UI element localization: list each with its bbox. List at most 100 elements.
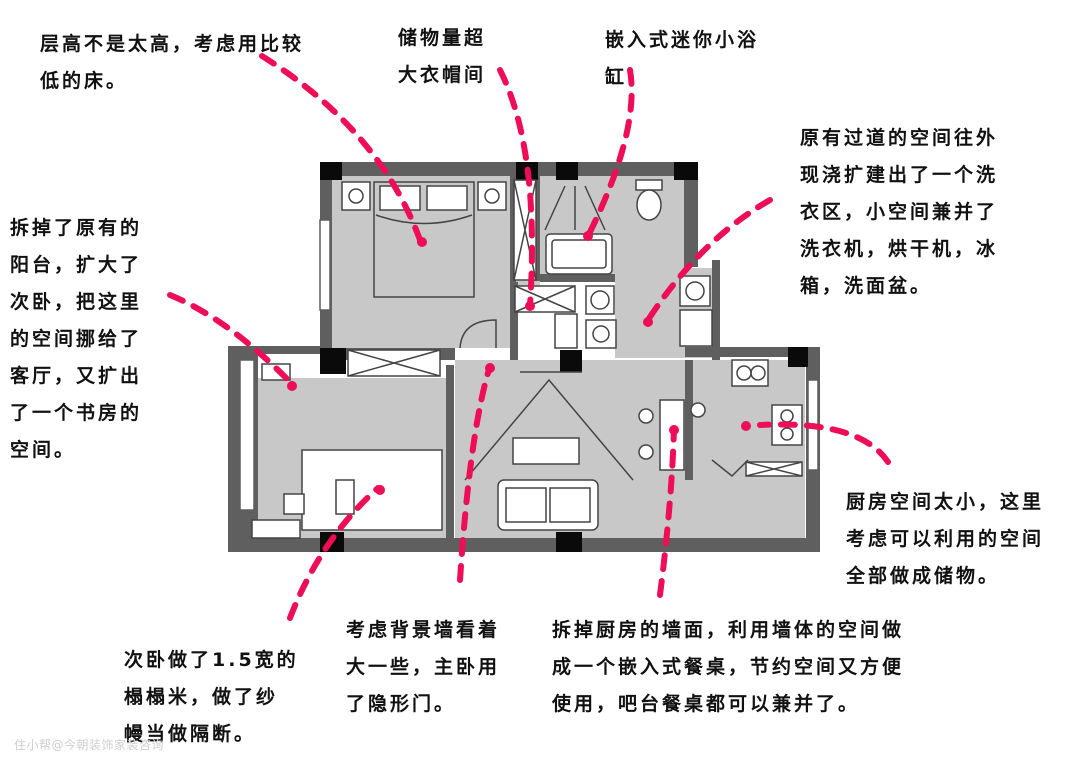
- dining-chair: [690, 402, 706, 418]
- annotation-line: 使用，吧台餐桌都可以兼并了。: [552, 693, 861, 715]
- annotation-kitchen: 厨房空间太小，这里 考虑可以利用的空间 全部做成储物。: [846, 484, 1044, 595]
- pillar: [674, 162, 698, 180]
- sofa-lines: [464, 378, 634, 481]
- leader-dot: [741, 421, 751, 431]
- annotation-tv-wall: 考虑背景墙看着 大一些，主卧用 了隐形门。: [346, 612, 500, 723]
- annotation-line: 全部做成储物。: [846, 565, 1001, 587]
- annotation-dining: 拆掉厨房的墙面，利用墙体的空间做 成一个嵌入式餐桌，节约空间又方便 使用，吧台餐…: [552, 612, 904, 723]
- annotation-line: 现浇扩建出了一个洗: [800, 164, 999, 186]
- annotation-line: 厨房空间太小，这里: [846, 491, 1045, 513]
- annotation-line: 考虑可以利用的空间: [846, 528, 1045, 550]
- annotation-line: 了一个书房的: [10, 402, 143, 424]
- annotation-secondary-bedroom: 次卧做了1.5宽的 榻榻米，做了纱 幔当做隔断。: [124, 642, 299, 753]
- annotation-bed: 层高不是太高，考虑用比较 低的床。: [40, 26, 304, 100]
- dining-chair: [638, 444, 654, 460]
- wardrobe-hatch: [347, 349, 441, 377]
- wall-right-bath: [684, 162, 698, 267]
- leader-secondary: [287, 485, 381, 621]
- pillow: [379, 185, 421, 211]
- leader-dot: [669, 425, 679, 435]
- leader-dots: [287, 231, 751, 495]
- pillar: [560, 350, 582, 372]
- annotation-line: 原有过道的空间往外: [800, 127, 999, 149]
- leader-closet: [497, 67, 535, 308]
- leader-dot: [485, 363, 495, 373]
- washing-machine: [585, 285, 615, 315]
- annotation-line: 客厅，又扩出: [10, 365, 143, 387]
- dryer: [679, 275, 711, 307]
- nightstand: [477, 181, 507, 211]
- leader-bed: [259, 53, 423, 243]
- leader-dot: [525, 301, 535, 311]
- door-swing: [711, 459, 749, 478]
- annotation-line: 考虑背景墙看着: [346, 619, 501, 641]
- wall-balcony-top: [228, 346, 320, 354]
- tatami: [301, 449, 443, 531]
- annotation-line: 洗衣机，烘干机，冰: [800, 238, 999, 260]
- window-top-left: [319, 219, 331, 311]
- annotation-laundry: 原有过道的空间往外 现浇扩建出了一个洗 衣区，小空间兼并了 洗衣机，烘干机，冰 …: [800, 120, 998, 305]
- sink-bowl: [750, 365, 766, 381]
- storage-cabinet: [554, 313, 578, 349]
- furniture: [251, 179, 803, 539]
- annotation-line: 了隐形门。: [346, 693, 457, 715]
- door-swing: [459, 319, 497, 349]
- annotation-line: 成一个嵌入式餐桌，节约空间又方便: [552, 656, 905, 678]
- pillow: [426, 185, 468, 211]
- annotation-line: 阳台，扩大了: [10, 254, 143, 276]
- nightstand: [341, 181, 371, 211]
- toilet-bowl: [636, 189, 662, 221]
- leader-dot: [375, 485, 385, 495]
- annotation-line: 大一些，主卧用: [346, 656, 501, 678]
- leader-tub: [587, 67, 635, 235]
- leader-kitchen: [757, 421, 891, 465]
- wall-kitchen-stub: [685, 360, 693, 480]
- wall-kitchen-top: [685, 347, 820, 357]
- sofa-cushion: [505, 487, 547, 523]
- annotation-line: 大衣帽间: [398, 64, 487, 86]
- pillar: [320, 348, 346, 374]
- wall-closet-divider: [510, 176, 516, 286]
- leader-dot: [643, 317, 653, 327]
- pillar: [320, 162, 342, 180]
- bed-blanket: [375, 214, 473, 225]
- annotation-line: 衣区，小空间兼并了: [800, 201, 999, 223]
- pillar: [788, 347, 808, 367]
- annotation-closet: 储物量超 大衣帽间: [398, 20, 486, 94]
- tatami-pillow: [335, 479, 355, 515]
- annotation-line: 拆掉了原有的: [10, 217, 143, 239]
- leader-laundry: [645, 197, 773, 323]
- cabinet-hatch: [745, 461, 803, 477]
- annotation-line: 拆掉厨房的墙面，利用墙体的空间做: [552, 619, 905, 641]
- lamp-icon: [348, 188, 364, 204]
- washbasin: [585, 319, 617, 349]
- leader-dot: [417, 237, 427, 247]
- annotation-line: 箱，洗面盆。: [800, 275, 933, 297]
- dining-chair: [638, 408, 654, 424]
- burner-icon: [780, 427, 794, 441]
- annotation-line: 缸: [605, 66, 628, 88]
- lamp-icon: [484, 188, 500, 204]
- washer-drum: [590, 290, 610, 310]
- storage-hatch: [514, 285, 576, 313]
- annotation-line: 低的床。: [40, 70, 129, 92]
- leader-dot: [287, 381, 297, 391]
- wall-bottom: [228, 538, 820, 552]
- annotation-line: 次卧，把这里: [10, 291, 143, 313]
- window-left-balcony: [239, 359, 255, 511]
- annotation-line: 空间。: [10, 439, 77, 461]
- coffee-table: [512, 437, 580, 465]
- leader-dining: [657, 425, 677, 598]
- dryer-drum: [685, 281, 705, 301]
- toilet-tank: [635, 179, 663, 191]
- kitchen-floor: [685, 360, 805, 540]
- leader-dot: [583, 231, 593, 241]
- wall-corridor: [510, 282, 518, 360]
- kitchen-sink: [731, 359, 769, 387]
- desk: [251, 519, 301, 539]
- pillar: [556, 532, 582, 552]
- annotation-line: 次卧做了1.5宽的: [124, 649, 299, 671]
- sofa-cushion: [549, 487, 591, 523]
